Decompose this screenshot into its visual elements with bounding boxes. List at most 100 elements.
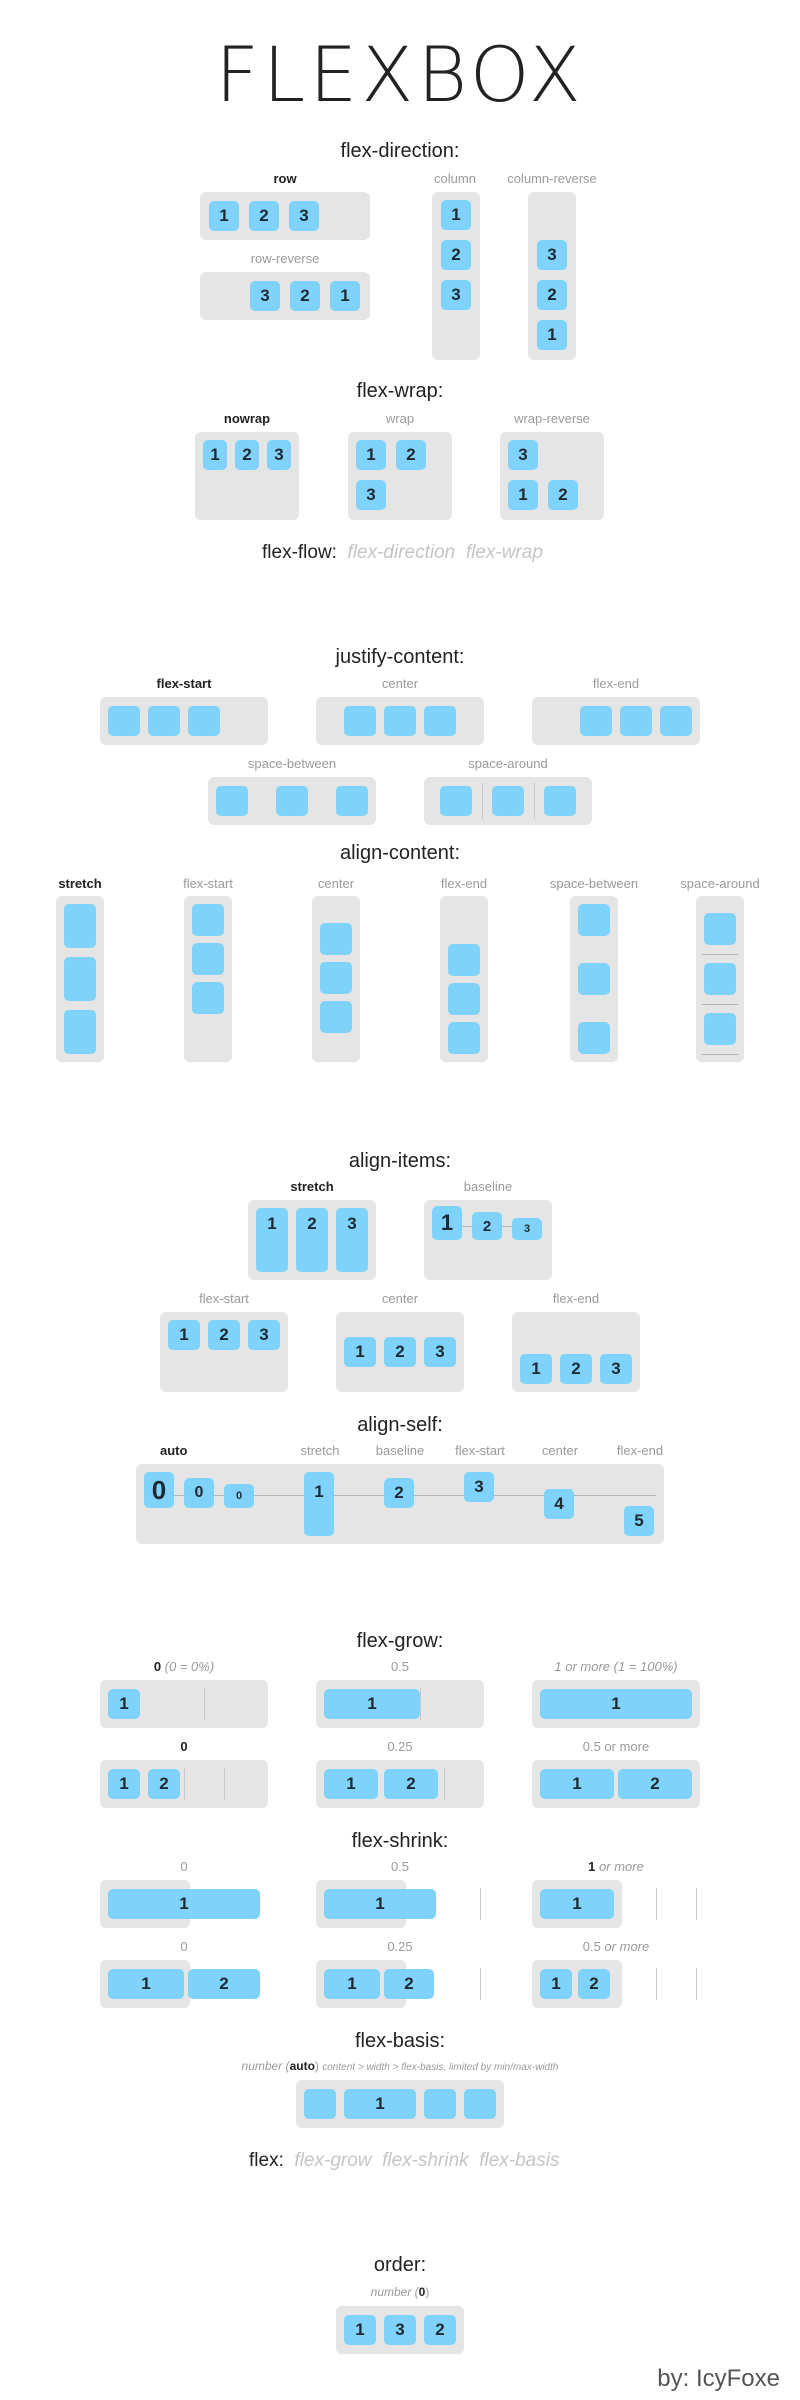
flex-item: 2 xyxy=(249,201,279,231)
wrap-reverse-container: 3 1 2 xyxy=(500,432,604,520)
flex-item xyxy=(344,706,376,736)
flex-shrink-1-container: 1 xyxy=(532,1880,622,1928)
flex-basis-note-b: auto xyxy=(289,2059,315,2073)
align-items-flex-start-container: 1 2 3 xyxy=(160,1312,288,1392)
wrap-label: wrap xyxy=(385,411,415,426)
flex-item: 3 xyxy=(537,240,567,270)
flex-shrink-05-container: 1 xyxy=(316,1880,436,1928)
column-label: column xyxy=(434,171,476,186)
flex-item: 2 xyxy=(472,1212,502,1240)
align-content-flex-start-label: flex-start xyxy=(183,876,233,891)
order-container: 1 3 2 xyxy=(336,2306,464,2354)
flex-item xyxy=(704,913,736,945)
align-items-flex-start-label: flex-start xyxy=(199,1291,249,1306)
justify-space-around-container xyxy=(424,777,592,825)
flex-item: 3 xyxy=(508,440,538,470)
flex-grow-r2-025-label: 0.25 xyxy=(387,1739,413,1754)
flex-grow-r2-0-container: 1 2 xyxy=(100,1760,268,1808)
justify-center-container xyxy=(316,697,484,745)
flex-flow-label: flex-flow: xyxy=(262,542,337,563)
flex-shrink-r2-025-container: 1 2 xyxy=(316,1960,434,2008)
flex-item xyxy=(64,904,96,948)
flex-item: 1 xyxy=(540,1889,614,1919)
flex-item xyxy=(578,963,610,995)
flex-flow-arg-direction: flex-direction xyxy=(347,542,456,563)
align-self-flex-start-label: flex-start xyxy=(455,1443,505,1458)
flex-basis-note-d: content > width > flex-basis, limited by… xyxy=(322,2062,559,2073)
row-reverse-container: 3 2 1 xyxy=(200,272,370,320)
flex-item: 2 xyxy=(618,1769,692,1799)
grow-marker xyxy=(204,1688,205,1720)
flex-item: 2 xyxy=(384,1337,416,1367)
flex-grow-0-label: 0 (0 = 0%) xyxy=(100,1659,268,1674)
flex-item xyxy=(320,962,352,994)
flex-grow-1-label: 1 or more (1 = 100%) xyxy=(554,1659,678,1674)
order-note-a: number ( xyxy=(370,2285,419,2299)
row-label: row xyxy=(273,171,297,186)
grow-marker xyxy=(420,1688,421,1720)
flex-item: 1 xyxy=(344,2089,416,2119)
flex-basis-note-c: ) xyxy=(314,2059,319,2073)
flex-shrink-r2-0-container: 1 2 xyxy=(100,1960,260,2008)
flex-item: 3 xyxy=(424,1337,456,1367)
flex-item: 1 xyxy=(537,320,567,350)
justify-center-label: center xyxy=(381,676,419,691)
flex-basis-note-a: number ( xyxy=(241,2059,290,2073)
flex-item xyxy=(620,706,652,736)
shrink-marker xyxy=(656,1888,657,1920)
align-content-flex-start-container xyxy=(184,896,232,1062)
flex-item: 2 xyxy=(441,240,471,270)
flex-item xyxy=(492,786,524,816)
space-divider xyxy=(482,783,483,819)
flex-grow-05-container: 1 xyxy=(316,1680,484,1728)
flex-item: 2 xyxy=(296,1208,328,1272)
flex-grow-r2-025-container: 1 2 xyxy=(316,1760,484,1808)
flex-grow-r2-05-label: 0.5 or more xyxy=(582,1739,650,1754)
grow-marker xyxy=(184,1768,185,1800)
flex-shrink-r2-05-note: or more xyxy=(604,1939,650,1954)
justify-flex-end-label: flex-end xyxy=(592,676,640,691)
align-content-stretch-container xyxy=(56,896,104,1062)
flex-grow-heading: flex-grow: xyxy=(356,1630,444,1652)
flex-item: 1 xyxy=(540,1689,692,1719)
shrink-marker xyxy=(656,1968,657,2000)
align-items-stretch-container: 1 2 3 xyxy=(248,1200,376,1280)
flex-shorthand: flex: flex-grow flex-shrink flex-basis xyxy=(249,2150,559,2172)
flex-shrink-r2-025-label: 0.25 xyxy=(387,1939,413,1954)
flex-item: 1 xyxy=(324,1969,380,1999)
flex-item: 3 xyxy=(250,281,280,311)
flex-item: 1 xyxy=(108,1969,184,1999)
flex-item xyxy=(424,2089,456,2119)
flex-item: 1 xyxy=(203,440,227,470)
flex-item: 1 xyxy=(540,1769,614,1799)
align-content-flex-end-label: flex-end xyxy=(440,876,488,891)
align-content-center-label: center xyxy=(317,876,355,891)
flex-shrink-0-container: 1 xyxy=(100,1880,260,1928)
flex-item: 1 xyxy=(168,1320,200,1350)
flex-basis-heading: flex-basis: xyxy=(354,2030,446,2052)
flex-item: 1 xyxy=(520,1354,552,1384)
align-items-baseline-label: baseline xyxy=(463,1179,513,1194)
flex-item: 1 xyxy=(432,1206,462,1240)
justify-space-around-label: space-around xyxy=(468,756,548,771)
align-items-center-container: 1 2 3 xyxy=(336,1312,464,1392)
flex-grow-0-value: 0 xyxy=(153,1659,162,1674)
flex-item: 5 xyxy=(624,1506,654,1536)
flex-item: 1 xyxy=(108,1889,260,1919)
flex-item xyxy=(188,706,220,736)
flex-item: 2 xyxy=(537,280,567,310)
flex-item: 1 xyxy=(344,2315,376,2345)
flex-item xyxy=(64,1010,96,1054)
flex-item: 1 xyxy=(441,200,471,230)
align-self-auto-label: auto xyxy=(160,1443,188,1458)
flex-item xyxy=(320,1001,352,1033)
flex-item: 4 xyxy=(544,1489,574,1519)
flex-grow-1-container: 1 xyxy=(532,1680,700,1728)
flex-item: 3 xyxy=(512,1218,542,1240)
flex-item xyxy=(580,706,612,736)
flex-item: 1 xyxy=(324,1769,378,1799)
flex-item xyxy=(578,1022,610,1054)
flex-item: 3 xyxy=(248,1320,280,1350)
justify-flex-end-container xyxy=(532,697,700,745)
flex-item xyxy=(192,904,224,936)
